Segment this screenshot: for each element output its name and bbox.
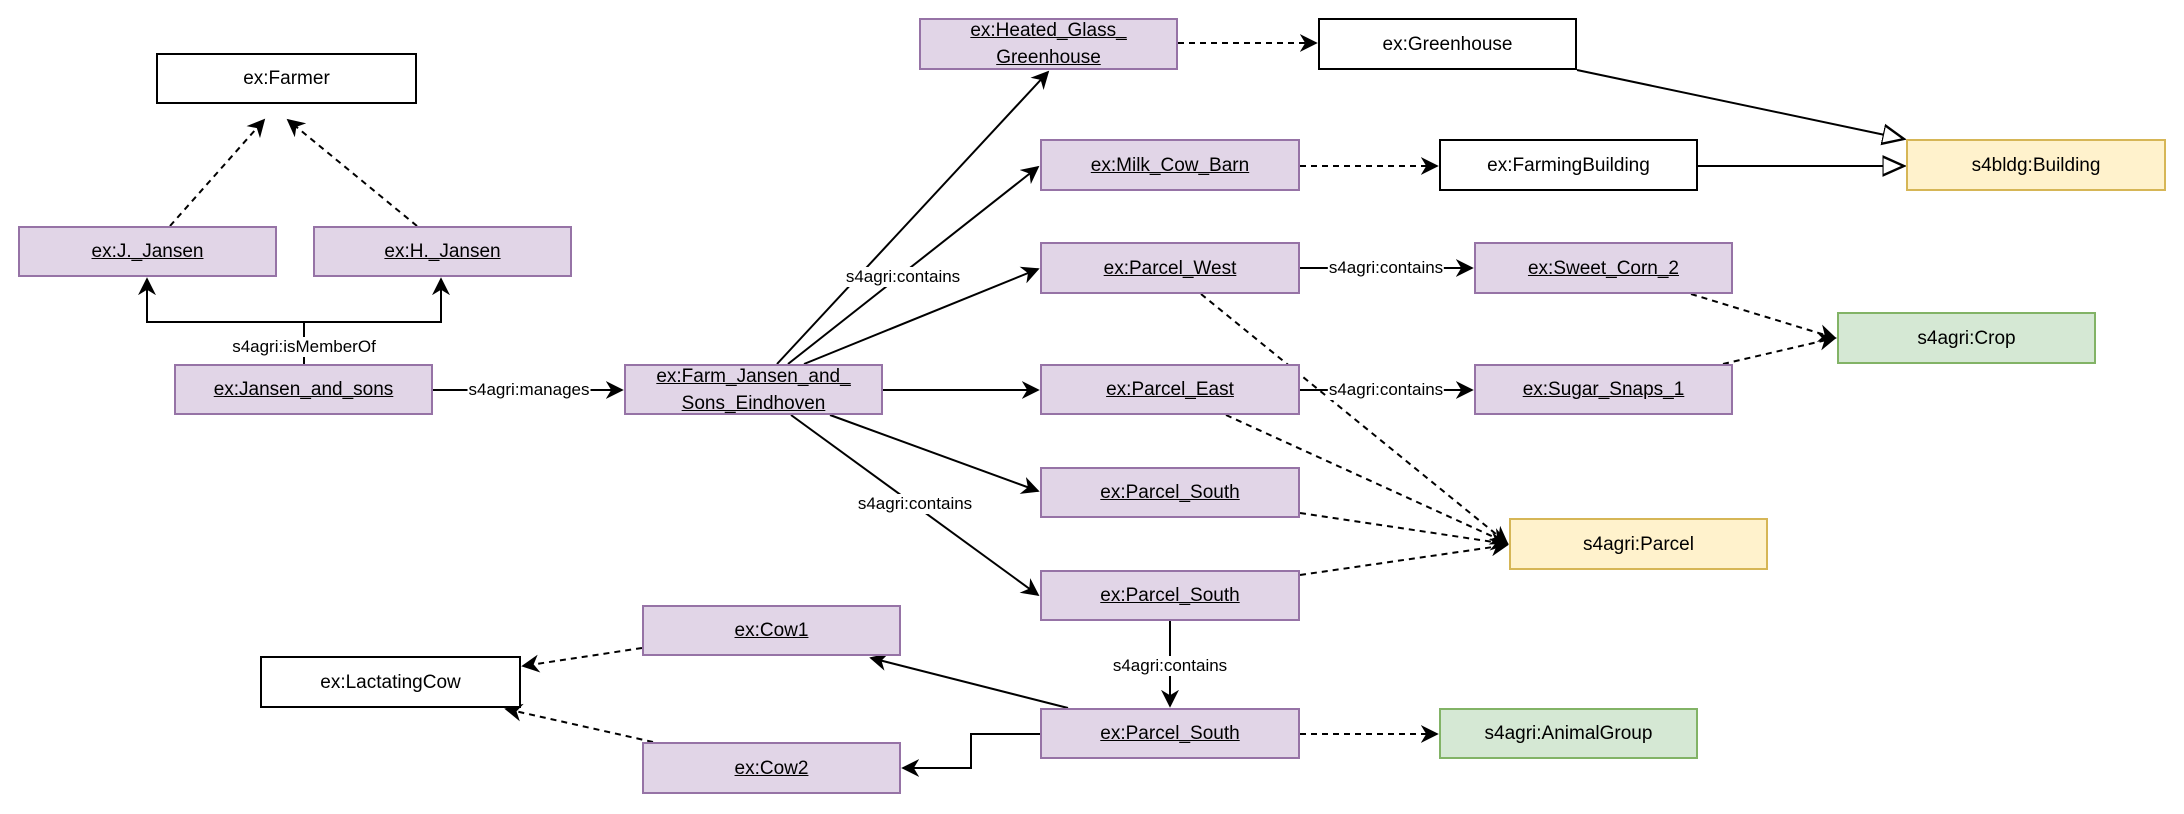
node-label: s4agri:Parcel (1583, 533, 1694, 555)
node-label: ex:H._Jansen (384, 241, 501, 262)
edge-farm-milk (787, 165, 1040, 365)
node-label: ex:Parcel_South (1100, 723, 1240, 744)
node-jansen-and-sons[interactable]: ex:Jansen_and_sons (174, 364, 433, 415)
node-label: ex:Cow2 (734, 757, 809, 779)
edge-label-east-contains: s4agri:contains (1327, 380, 1445, 400)
node-label: ex:Jansen_and_sons (213, 379, 394, 400)
node-label: ex:Parcel_East (1106, 379, 1234, 400)
edge-label-contains-upper: s4agri:contains (844, 267, 962, 287)
node-j-jansen[interactable]: ex:J._Jansen (18, 226, 277, 277)
node-parcel-east[interactable]: ex:Parcel_East (1040, 364, 1300, 415)
node-label: ex:Sugar_Snaps_1 (1522, 379, 1685, 400)
edge-label-is-member-of: s4agri:isMemberOf (231, 337, 377, 357)
node-sweet-corn[interactable]: ex:Sweet_Corn_2 (1474, 242, 1733, 294)
node-label: ex:Heated_Glass_ Greenhouse (970, 20, 1127, 68)
node-label: ex:Farmer (243, 68, 330, 89)
edge-south3-cow2 (901, 733, 1040, 777)
edge-farm-west (803, 266, 1040, 365)
edge-sweetcorn-crop (1690, 293, 1837, 342)
node-label: ex:Parcel_South (1100, 585, 1240, 606)
node-label: ex:FarmingBuilding (1487, 154, 1650, 176)
node-sugar-snaps[interactable]: ex:Sugar_Snaps_1 (1474, 364, 1733, 415)
edge-south2-parcel (1299, 538, 1509, 576)
edge-sugar-crop (1722, 332, 1837, 365)
node-farmer[interactable]: ex:Farmer (156, 53, 417, 104)
edge-south3-cow1 (869, 653, 1069, 709)
node-label: ex:LactatingCow (320, 671, 461, 693)
node-greenhouse[interactable]: ex:Greenhouse (1318, 18, 1577, 70)
node-parcel-south-1[interactable]: ex:Parcel_South (1040, 467, 1300, 518)
edge-farm-heated (776, 70, 1050, 365)
edge-label-south-contains: s4agri:contains (1111, 656, 1229, 676)
node-lactating-cow[interactable]: ex:LactatingCow (260, 656, 521, 708)
node-label: ex:Parcel_West (1103, 257, 1237, 279)
node-label: ex:Farm_Jansen_and_ Sons_Eindhoven (656, 365, 851, 414)
node-label: s4bldg:Building (1971, 154, 2101, 176)
node-label: s4agri:Crop (1917, 327, 2016, 349)
node-cow1[interactable]: ex:Cow1 (642, 605, 901, 656)
edge-label-west-contains: s4agri:contains (1327, 258, 1445, 278)
node-label: ex:Sweet_Corn_2 (1527, 257, 1680, 279)
node-milk-cow-barn[interactable]: ex:Milk_Cow_Barn (1040, 139, 1300, 191)
edge-member-of-j (138, 277, 304, 323)
node-label: ex:J._Jansen (91, 241, 204, 262)
edge-jjansen-farmer (169, 118, 266, 227)
node-crop[interactable]: s4agri:Crop (1837, 312, 2096, 364)
node-animal-group[interactable]: s4agri:AnimalGroup (1439, 708, 1698, 759)
edge-label-contains-lower: s4agri:contains (856, 494, 974, 514)
edge-east-parcel (1225, 414, 1509, 545)
node-heated-greenhouse[interactable]: ex:Heated_Glass_ Greenhouse (919, 18, 1178, 70)
edge-member-of-h (304, 277, 450, 323)
node-h-jansen[interactable]: ex:H._Jansen (313, 226, 572, 277)
node-building[interactable]: s4bldg:Building (1906, 139, 2166, 191)
node-label: ex:Milk_Cow_Barn (1090, 154, 1250, 176)
node-parcel-south-3[interactable]: ex:Parcel_South (1040, 708, 1300, 759)
node-parcel-south-2[interactable]: ex:Parcel_South (1040, 570, 1300, 621)
edge-greenhouse-building (1576, 69, 1904, 139)
edge-hjansen-farmer (286, 118, 418, 227)
node-label: ex:Cow1 (734, 620, 809, 641)
edge-cow2-lactating (504, 703, 654, 743)
node-label: ex:Parcel_South (1100, 482, 1240, 503)
edge-label-manages: s4agri:manages (467, 380, 591, 400)
node-farming-building[interactable]: ex:FarmingBuilding (1439, 139, 1698, 191)
node-label: ex:Greenhouse (1382, 33, 1513, 55)
node-parcel-class[interactable]: s4agri:Parcel (1509, 518, 1768, 570)
node-parcel-west[interactable]: ex:Parcel_West (1040, 242, 1300, 294)
edge-south1-parcel (1299, 512, 1509, 551)
node-cow2[interactable]: ex:Cow2 (642, 742, 901, 794)
node-label: s4agri:AnimalGroup (1484, 723, 1653, 744)
edge-farm-south1 (829, 414, 1040, 494)
edge-cow1-lactating (521, 647, 643, 673)
node-farm[interactable]: ex:Farm_Jansen_and_ Sons_Eindhoven (624, 364, 883, 415)
